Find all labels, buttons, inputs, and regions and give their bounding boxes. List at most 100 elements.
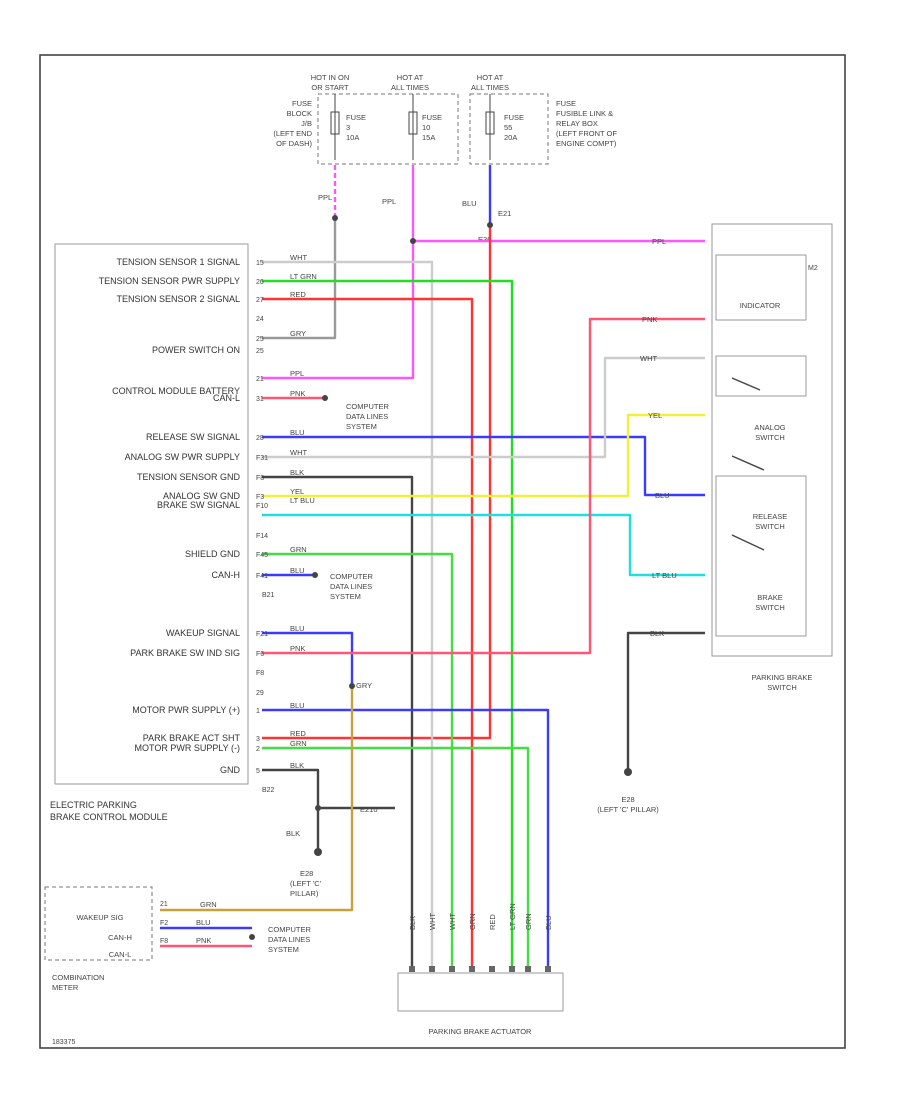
module-pin-number: 27 bbox=[256, 297, 264, 304]
module-title-line1: ELECTRIC PARKING bbox=[50, 800, 137, 810]
ground-left-line2: (LEFT 'C' bbox=[290, 879, 322, 888]
fuse-3-amp: 20A bbox=[504, 133, 517, 142]
fuse-1: FUSE 3 10A bbox=[330, 94, 366, 160]
data-lines-1-line3: SYSTEM bbox=[346, 422, 377, 431]
fuse-1-amp: 10A bbox=[346, 133, 359, 142]
fuse-1-name: FUSE bbox=[346, 113, 366, 122]
switch-wire-wht: WHT bbox=[640, 354, 657, 363]
analog-sw-box bbox=[715, 355, 807, 397]
module-pin-number: 2 bbox=[256, 746, 260, 753]
meter-row-1-label: WAKEUP SIG bbox=[76, 913, 123, 922]
wire-red-ts2 bbox=[262, 297, 474, 970]
module-pin-number: F10 bbox=[256, 503, 268, 510]
fuse-block-line5: OF DASH) bbox=[276, 139, 312, 148]
module-pin-label: TENSION SENSOR PWR SUPPLY bbox=[99, 276, 240, 286]
actuator-wire-label: GRN bbox=[524, 913, 533, 930]
wire-blk-tsgnd bbox=[262, 475, 414, 970]
actuator-box bbox=[397, 972, 564, 1012]
splice-points bbox=[315, 215, 493, 811]
module-pin-label: WAKEUP SIGNAL bbox=[166, 628, 240, 638]
relay-box-line1: FUSE bbox=[556, 99, 576, 108]
actuator-pin-icon bbox=[525, 966, 531, 972]
switch-wire-ppl: PPL bbox=[652, 237, 666, 246]
switch-ground-line1: E28 bbox=[621, 795, 634, 804]
actuator-wire-label: LT GRN bbox=[508, 903, 517, 930]
release-brake-box bbox=[715, 475, 807, 637]
wire-gry-meter bbox=[160, 686, 354, 912]
ground-left-wire: BLK bbox=[286, 829, 300, 838]
meter-row-1-pin: 21 bbox=[160, 901, 168, 908]
wire-blu-wakeup bbox=[262, 631, 354, 686]
module-pin-wire: BLU bbox=[290, 701, 305, 710]
meter-row-1-wire: GRN bbox=[200, 900, 217, 909]
wire-gry-sensor bbox=[262, 218, 337, 340]
indicator-box bbox=[715, 254, 807, 321]
actuator-pin-icon bbox=[545, 966, 551, 972]
fuse-block-line1: FUSE bbox=[292, 99, 312, 108]
fuse-block-line2: BLOCK bbox=[287, 109, 312, 118]
header-1-line2: OR START bbox=[311, 83, 349, 92]
release-label-1: RELEASE bbox=[753, 512, 788, 521]
module-pin-number: F8 bbox=[256, 475, 264, 482]
analog-label-2: SWITCH bbox=[755, 433, 785, 442]
module-pin-wire: LT GRN bbox=[290, 272, 317, 281]
module-pin-wire: GRY bbox=[290, 329, 306, 338]
switch-title-line2: SWITCH bbox=[767, 683, 797, 692]
switch-ground-icon bbox=[624, 768, 632, 776]
meter-row-2-pin: F2 bbox=[160, 920, 168, 927]
data-lines-3-line3: SYSTEM bbox=[268, 945, 299, 954]
wire-wht-ts1 bbox=[262, 260, 434, 970]
module-pin-wire: PNK bbox=[290, 389, 305, 398]
fuse-3: FUSE 55 20A bbox=[485, 94, 524, 160]
fuse-1-num: 3 bbox=[346, 123, 350, 132]
module-pin-wire: GRN bbox=[290, 545, 307, 554]
brake-switch-icon bbox=[731, 534, 765, 551]
module-pin-label: ANALOG SW GND bbox=[163, 491, 241, 501]
actuator-wire-label: GRN bbox=[468, 913, 477, 930]
switch-outer-box bbox=[711, 223, 833, 657]
switch-wire-ltblu: LT BLU bbox=[652, 571, 677, 580]
module-pin-number: 31 bbox=[256, 396, 264, 403]
meter-ext-wire: GRY bbox=[356, 681, 372, 690]
module-pin-label: CONTROL MODULE BATTERY bbox=[112, 386, 240, 396]
splice-dot bbox=[315, 805, 321, 811]
fuse-3-num: 55 bbox=[504, 123, 512, 132]
switch-wire-blk: BLK bbox=[650, 629, 664, 638]
wire-ltblu-brake bbox=[262, 513, 705, 577]
switch-wire-blu: BLU bbox=[655, 491, 670, 500]
ground-left-splice: E210 bbox=[360, 805, 378, 814]
header-2-line1: HOT AT bbox=[397, 73, 424, 82]
module-pin-number: 24 bbox=[256, 316, 264, 323]
module-pin-label: ANALOG SW PWR SUPPLY bbox=[125, 452, 240, 462]
module-pin-wire: BLU bbox=[290, 428, 305, 437]
fuse-1-icon bbox=[330, 111, 340, 135]
module-pin-wire: PNK bbox=[290, 644, 305, 653]
actuator-wire-label: WHT bbox=[428, 913, 437, 930]
module-pin-wire: RED bbox=[290, 290, 306, 299]
actuator-wire-label: BLU bbox=[544, 915, 553, 930]
power-section: HOT IN ON OR START HOT AT ALL TIMES HOT … bbox=[273, 73, 617, 244]
connector-b22: B22 bbox=[262, 787, 275, 794]
module-pin-wire: RED bbox=[290, 729, 306, 738]
module-pin-wire: WHT bbox=[290, 448, 307, 457]
module-pin-number: 29 bbox=[256, 690, 264, 697]
brake-label-1: BRAKE bbox=[757, 593, 782, 602]
wire-blu-release bbox=[262, 435, 705, 497]
fuse-2-num: 10 bbox=[422, 123, 430, 132]
module-pin-number: 3 bbox=[256, 736, 260, 743]
actuator-pin-icon bbox=[489, 966, 495, 972]
fuse-2-amp: 15A bbox=[422, 133, 435, 142]
wire-label-e21: E21 bbox=[498, 209, 511, 218]
meter-row-3-pin: F8 bbox=[160, 938, 168, 945]
wire-blk-gnd bbox=[262, 768, 320, 808]
meter-row-3-wire: PNK bbox=[196, 936, 211, 945]
meter-title-line1: COMBINATION bbox=[52, 973, 104, 982]
relay-box-line4: (LEFT FRONT OF bbox=[556, 129, 617, 138]
module-pin-number: F21 bbox=[256, 631, 268, 638]
module-pin-number: 21 bbox=[256, 376, 264, 383]
module-pin-wire: GRN bbox=[290, 739, 307, 748]
data-lines-1-line2: DATA LINES bbox=[346, 412, 388, 421]
diagram-frame bbox=[39, 54, 846, 1049]
fuse-relay-box bbox=[469, 93, 549, 165]
